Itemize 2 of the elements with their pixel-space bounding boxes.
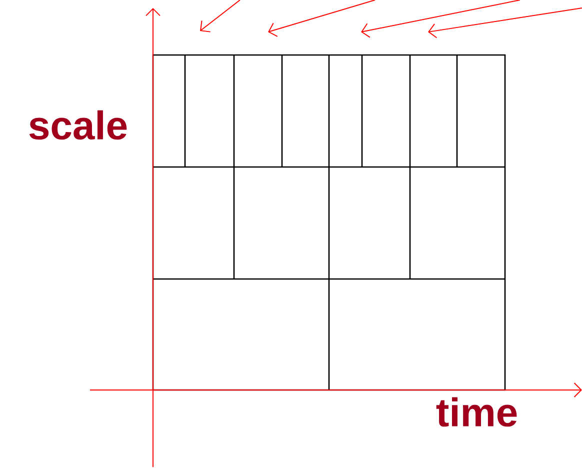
axis-label: scale xyxy=(29,110,127,140)
axis-label: time xyxy=(436,397,517,427)
